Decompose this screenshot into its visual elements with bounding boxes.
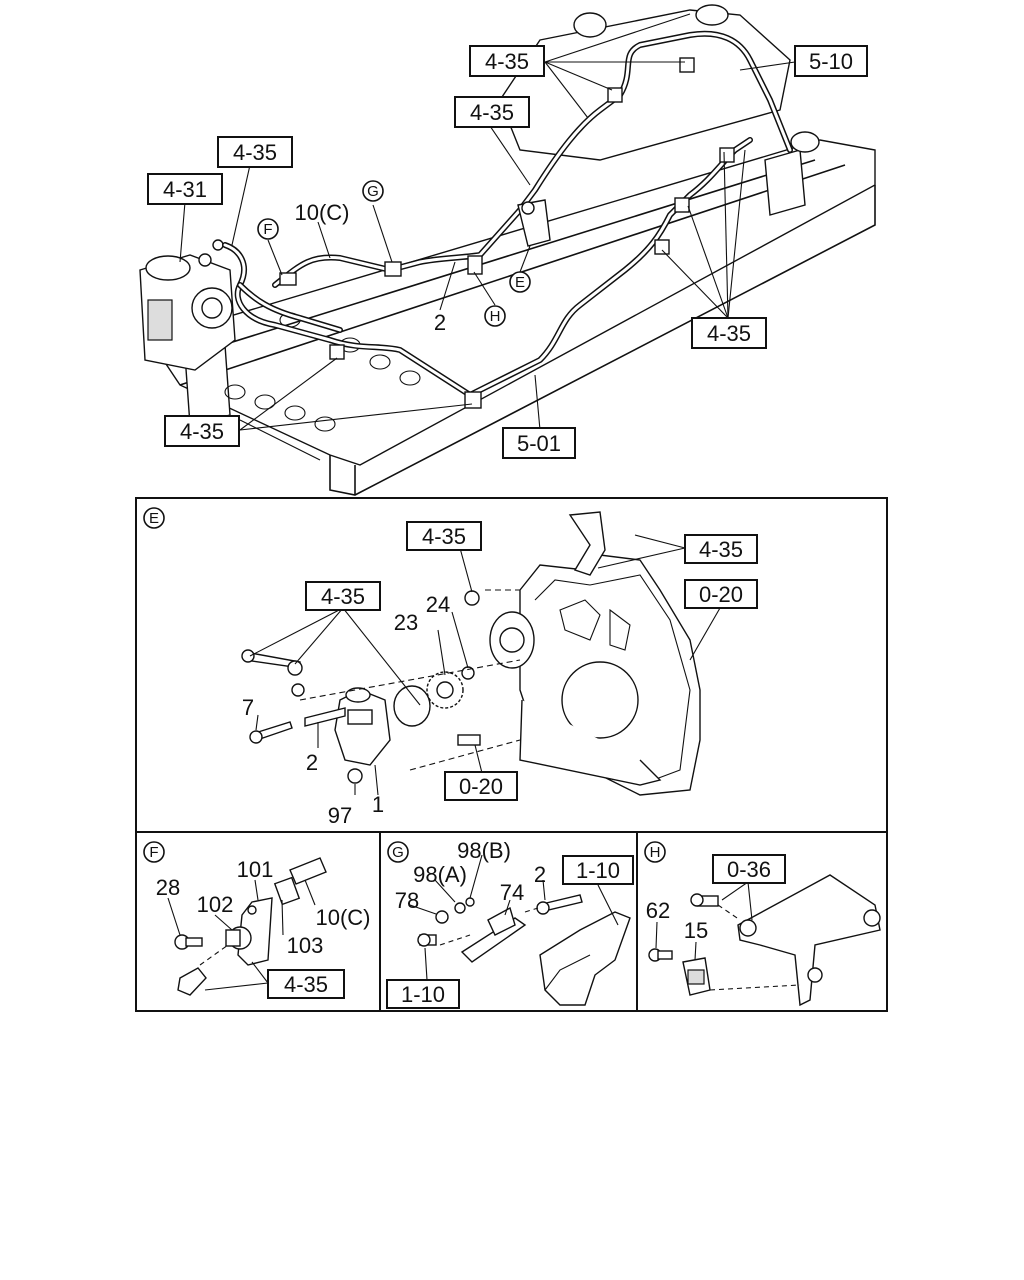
detail-panel-e: E: [143, 507, 758, 828]
ref-label: 4-35: [422, 524, 466, 549]
ref-box-e-0-20-b: 0-20: [444, 771, 518, 801]
part-number-28: 28: [156, 875, 180, 900]
bracket-parts: [417, 894, 631, 1006]
gear-parts: [393, 590, 480, 727]
panel-e-leaders: [249, 534, 721, 796]
part-number-103: 103: [287, 933, 324, 958]
panel-tag-g: G: [387, 841, 409, 863]
ref-label: 4-35: [321, 584, 365, 609]
ref-label: 0-20: [459, 774, 503, 799]
ref-label: 4-35: [485, 49, 529, 74]
part-number-98a: 98(A): [413, 862, 467, 887]
part-number-98b: 98(B): [457, 838, 511, 863]
ref-label: 4-35: [284, 972, 328, 997]
panel-g-leaders: [409, 854, 619, 981]
ref-label: 4-31: [163, 177, 207, 202]
ref-box-e-4-35-c: 4-35: [305, 581, 381, 611]
panel-tag-letter: E: [149, 510, 159, 527]
part-number-15: 15: [684, 918, 708, 943]
panel-tag-h: H: [644, 841, 666, 863]
ref-box-4-35-left: 4-35: [217, 136, 293, 168]
ref-box-h-0-36: 0-36: [712, 854, 786, 884]
callout-letter: G: [367, 183, 379, 200]
part-number-24: 24: [426, 592, 450, 617]
ref-box-g-1-10-a: 1-10: [562, 855, 634, 885]
part-number-78: 78: [395, 888, 419, 913]
ref-box-f-4-35: 4-35: [267, 969, 345, 999]
ref-box-4-35-right: 4-35: [691, 317, 767, 349]
detail-panels-frame: [135, 497, 888, 1012]
ref-box-4-35-top: 4-35: [469, 45, 545, 77]
ref-box-g-1-10-b: 1-10: [386, 979, 460, 1009]
panel-h-leaders: [655, 881, 801, 991]
part-number-23: 23: [394, 610, 418, 635]
ref-label: 4-35: [470, 100, 514, 125]
power-steering-pump: [139, 239, 236, 371]
panel-tag-letter: H: [650, 844, 661, 861]
ref-box-e-4-35-a: 4-35: [406, 521, 482, 551]
part-number-101: 101: [237, 857, 274, 882]
detail-panel-h: H 0-36 62 15: [644, 841, 881, 1007]
part-number-2: 2: [434, 310, 446, 335]
fitting-parts: [174, 857, 327, 996]
frame-rail: [148, 4, 876, 496]
callout-f: F: [257, 218, 279, 240]
part-number-2: 2: [306, 750, 318, 775]
ref-label: 0-36: [727, 857, 771, 882]
part-number-7: 7: [242, 695, 254, 720]
callout-e: E: [509, 271, 531, 293]
overview-drawing: 4-35 5-10 4-35 4-35 4-31 4-35 4-35 5-01: [139, 4, 876, 496]
callout-g: G: [362, 180, 384, 202]
detail-panel-g: G 1-10: [386, 838, 634, 1009]
ref-label: 1-10: [576, 858, 620, 883]
ref-box-e-0-20-a: 0-20: [684, 579, 758, 609]
part-number-62: 62: [646, 898, 670, 923]
part-number-102: 102: [197, 892, 234, 917]
part-number-1: 1: [372, 792, 384, 817]
ref-label: 4-35: [233, 140, 277, 165]
ref-label: 4-35: [699, 537, 743, 562]
ref-box-e-4-35-b: 4-35: [684, 534, 758, 564]
panel-tag-letter: G: [392, 844, 404, 861]
ref-box-4-35-mid: 4-35: [454, 96, 530, 128]
detail-panel-f: F 4-35 101 28 102: [143, 841, 371, 999]
ref-label: 5-01: [517, 431, 561, 456]
panel-tag-e: E: [143, 507, 165, 529]
ref-label: 0-20: [699, 582, 743, 607]
ref-label: 1-10: [401, 982, 445, 1007]
panel-tag-f: F: [143, 841, 165, 863]
part-number-74: 74: [500, 880, 524, 905]
overview-leaders: [179, 13, 796, 431]
part-number-10c: 10(C): [315, 905, 370, 930]
part-number-97: 97: [328, 803, 352, 828]
ref-label: 4-35: [707, 321, 751, 346]
flywheel-housing: [489, 511, 701, 796]
callout-h: H: [484, 305, 506, 327]
callout-letter: E: [515, 274, 525, 291]
part-number-10c: 10(C): [294, 200, 349, 225]
vacuum-pump-assembly: [241, 649, 481, 784]
mount-bracket-parts: [648, 874, 881, 1007]
ref-box-4-35-bottom: 4-35: [164, 415, 240, 447]
ref-box-5-10: 5-10: [794, 45, 868, 77]
callout-letter: H: [490, 308, 501, 325]
ref-label: 4-35: [180, 419, 224, 444]
hydraulic-pipes: [222, 30, 793, 409]
part-number-2: 2: [534, 862, 546, 887]
ref-box-5-01: 5-01: [502, 427, 576, 459]
callout-letter: F: [263, 221, 272, 238]
panel-f-leaders: [167, 879, 316, 991]
ref-box-4-31: 4-31: [147, 173, 223, 205]
ref-label: 5-10: [809, 49, 853, 74]
panel-tag-letter: F: [149, 844, 158, 861]
